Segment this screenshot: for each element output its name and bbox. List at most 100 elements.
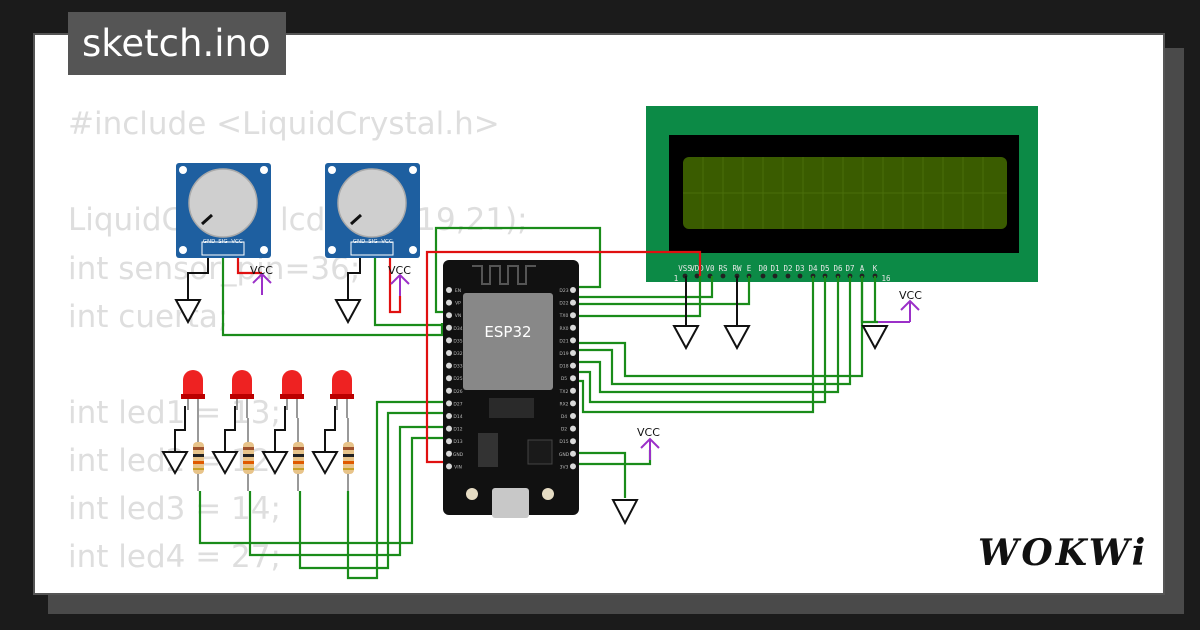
pot2-pin-vcc-label: VCC bbox=[381, 239, 393, 245]
esp32-left-pin-label: D35 bbox=[453, 338, 462, 344]
esp32-left-pin bbox=[446, 438, 452, 445]
esp32-left-pin-label: D13 bbox=[453, 439, 462, 445]
potentiometer-1: GND SIG VCC bbox=[176, 163, 271, 258]
esp32-left-pin-label: GND bbox=[453, 452, 464, 458]
led-1 bbox=[181, 370, 205, 418]
esp32-right-pin-label: D15 bbox=[559, 439, 568, 445]
esp32-left-pin-label: EN bbox=[455, 288, 461, 294]
esp32-left-pin-label: D27 bbox=[453, 401, 462, 407]
vcc-label-pot2: VCC bbox=[388, 264, 411, 277]
esp32-left-pin bbox=[446, 425, 452, 432]
esp32-left-pin bbox=[446, 463, 452, 470]
esp32-board: ESP32 ENVPVND34D35D32D33D25D26D27D14D12D… bbox=[443, 260, 579, 518]
code-line-9: int led3 = 14; bbox=[68, 491, 281, 527]
lcd-pin-d7-label: D7 bbox=[845, 264, 854, 273]
esp32-chip-label: ESP32 bbox=[484, 323, 531, 341]
esp32-left-pin bbox=[446, 312, 452, 319]
lcd-pin-k-label: K bbox=[873, 264, 878, 273]
esp32-right-pin bbox=[570, 375, 576, 382]
pot1-pin-sig-label: SIG bbox=[218, 239, 227, 245]
esp32-left-pin bbox=[446, 287, 452, 293]
vcc-label-pot1: VCC bbox=[250, 264, 273, 277]
esp32-right-pin bbox=[570, 438, 576, 445]
esp32-right-pin-label: D18 bbox=[559, 364, 568, 370]
ground-symbols bbox=[161, 299, 889, 526]
esp32-left-pin-label: D32 bbox=[453, 351, 462, 357]
black-wires bbox=[174, 247, 738, 452]
esp32-right-pin-label: D4 bbox=[561, 414, 567, 420]
esp32-left-pin bbox=[446, 324, 452, 331]
esp32-left-pin-label: D12 bbox=[453, 427, 462, 433]
lcd-pin-e-label: E bbox=[747, 264, 752, 273]
esp32-right-pin-label: RX2 bbox=[559, 401, 568, 407]
esp32-right-pin-label: D22 bbox=[559, 301, 568, 307]
esp32-left-pin-label: D26 bbox=[453, 389, 462, 395]
esp32-right-pin bbox=[570, 400, 576, 407]
led-2 bbox=[230, 370, 254, 418]
lcd-pin-vdd-label: VDD bbox=[690, 264, 704, 273]
esp32-left-pin-label: D34 bbox=[453, 326, 462, 332]
esp32-right-pin bbox=[570, 350, 576, 356]
green-wires bbox=[198, 226, 878, 580]
code-line-10: int led4 = 27; bbox=[68, 539, 281, 575]
esp32-right-pin bbox=[570, 312, 576, 319]
vcc-symbols: VCC VCC VCC VCC bbox=[250, 264, 922, 460]
led-4 bbox=[330, 370, 354, 418]
esp32-left-pin bbox=[446, 362, 452, 369]
esp32-left-pin-label: D14 bbox=[453, 414, 462, 420]
esp32-right-pin-label: D5 bbox=[561, 376, 567, 382]
esp32-right-pin bbox=[570, 324, 576, 331]
led-3 bbox=[280, 370, 304, 418]
potentiometer-2: GND SIG VCC bbox=[325, 163, 420, 258]
pot2-pin-sig-label: SIG bbox=[368, 239, 377, 245]
pot1-pin-gnd-label: GND bbox=[203, 239, 216, 245]
lcd-pin-v0-label: V0 bbox=[705, 264, 715, 273]
lcd-pin-a-label: A bbox=[860, 264, 865, 273]
esp32-right-pin-label: GND bbox=[559, 452, 570, 458]
esp32-right-pin-label: 3V3 bbox=[560, 464, 569, 470]
lcd-pin-vss-label: VSS bbox=[678, 264, 692, 273]
esp32-left-pin bbox=[446, 350, 452, 356]
code-line-7: int led1 = 13; bbox=[68, 395, 281, 431]
vcc-label-esp: VCC bbox=[637, 426, 660, 439]
esp32-right-pin-label: D19 bbox=[559, 351, 568, 357]
lcd-pin-d2-label: D2 bbox=[783, 264, 792, 273]
esp32-right-pin bbox=[570, 337, 576, 344]
esp32-right-pin-label: TX0 bbox=[559, 313, 569, 319]
vcc-label-lcd: VCC bbox=[899, 289, 922, 302]
lcd-pin-d5-label: D5 bbox=[820, 264, 829, 273]
lcd-pin-d0-label: D0 bbox=[758, 264, 768, 273]
lcd-pin-d4-label: D4 bbox=[808, 264, 818, 273]
esp32-left-pin bbox=[446, 337, 452, 344]
esp32-left-pin bbox=[446, 375, 452, 382]
esp32-right-pin-label: TX2 bbox=[559, 389, 569, 395]
esp32-left-pin-label: VIN bbox=[454, 464, 462, 470]
code-line-1: #include <LiquidCrystal.h> bbox=[68, 106, 500, 142]
esp32-left-pin-label: VP bbox=[455, 301, 461, 307]
esp32-right-pin-label: RX0 bbox=[559, 326, 568, 332]
lcd-pin-rw-label: RW bbox=[732, 264, 742, 273]
esp32-right-pin bbox=[570, 413, 576, 419]
esp32-left-pin bbox=[446, 413, 452, 419]
pot1-pin-vcc-label: VCC bbox=[231, 239, 243, 245]
esp32-left-pin-label: D33 bbox=[453, 364, 462, 370]
resistors bbox=[193, 418, 354, 491]
pot2-pin-gnd-label: GND bbox=[353, 239, 366, 245]
esp32-left-pins: ENVPVND34D35D32D33D25D26D27D14D12D13GNDV… bbox=[446, 287, 464, 470]
lcd-display: VSS VDD V0 RS RW E D0 D1 D2 D3 D4 D5 D6 … bbox=[646, 106, 1038, 283]
esp32-right-pin bbox=[570, 299, 576, 306]
esp32-right-pin bbox=[570, 387, 576, 394]
esp32-left-pin-label: D25 bbox=[453, 376, 462, 382]
esp32-right-pin bbox=[570, 463, 576, 470]
esp32-right-pin bbox=[570, 362, 576, 369]
esp32-right-pin-label: D2 bbox=[561, 427, 567, 433]
lcd-pin-first-number: 1 bbox=[674, 274, 679, 283]
lcd-pin-d3-label: D3 bbox=[795, 264, 804, 273]
lcd-pin-d1-label: D1 bbox=[770, 264, 779, 273]
lcd-pin-last-number: 16 bbox=[881, 274, 891, 283]
esp32-left-pin bbox=[446, 400, 452, 407]
esp32-right-pin-label: D23 bbox=[559, 288, 568, 294]
esp32-right-pin bbox=[570, 450, 576, 457]
lcd-pin-d6-label: D6 bbox=[833, 264, 843, 273]
